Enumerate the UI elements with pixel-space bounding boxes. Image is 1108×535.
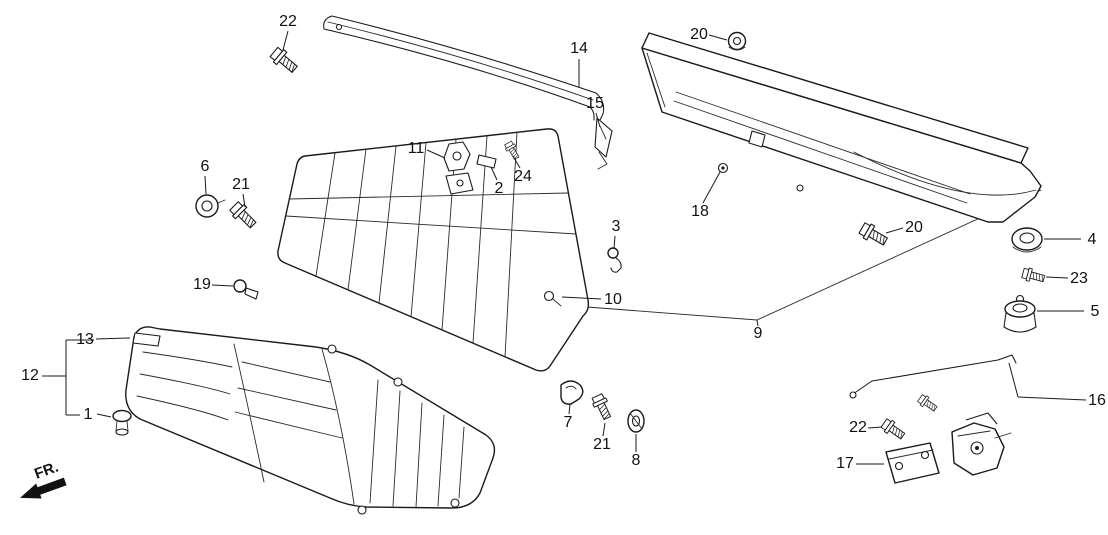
fr-direction-marker: FR. — [20, 459, 67, 499]
leader-line — [1008, 362, 1019, 398]
leader-line — [702, 171, 721, 204]
bolt-23 — [1020, 266, 1046, 286]
leader-line — [1017, 396, 1087, 401]
callout-15: 15 — [586, 95, 604, 112]
grommet-6 — [195, 194, 226, 218]
callouts: 22 14 15 20 11 2 24 6 21 18 3 20 4 23 5 … — [21, 13, 1106, 472]
callout-21-left: 21 — [232, 176, 250, 193]
clip-19 — [233, 279, 259, 300]
leader-line — [756, 319, 759, 327]
cushion-tag — [132, 332, 161, 347]
leader-line — [708, 34, 728, 41]
callout-20-mid: 20 — [905, 219, 923, 236]
clip-1 — [112, 409, 132, 436]
bolt-small — [916, 393, 940, 414]
callout-2: 2 — [495, 180, 504, 197]
leader-line — [95, 337, 131, 340]
leader-line — [602, 422, 606, 437]
bolt-22-top — [268, 45, 301, 77]
callout-6: 6 — [201, 158, 210, 175]
callout-11: 11 — [408, 140, 425, 157]
fr-label: FR. — [32, 459, 61, 483]
callout-7: 7 — [564, 414, 573, 431]
callout-19: 19 — [193, 276, 211, 293]
rail-end-bracket — [594, 117, 613, 170]
grommet-4 — [1011, 227, 1043, 253]
callout-12: 12 — [21, 367, 39, 384]
parcel-shelf — [641, 32, 1042, 223]
fr-arrow-icon — [20, 477, 67, 499]
callout-3: 3 — [612, 218, 621, 235]
leader-line — [568, 403, 571, 415]
shelf-slot — [748, 130, 766, 148]
callout-21-bottom: 21 — [593, 436, 611, 453]
rod-16 — [849, 354, 1017, 399]
bolt-21-left — [227, 199, 260, 232]
callout-18: 18 — [691, 203, 709, 220]
callout-16: 16 — [1088, 392, 1106, 409]
lock-assembly — [951, 412, 1012, 476]
grommet-20-top — [727, 31, 747, 51]
callout-8: 8 — [632, 452, 641, 469]
callout-22-top: 22 — [279, 13, 297, 30]
callout-9: 9 — [754, 325, 763, 342]
callout-4: 4 — [1088, 231, 1097, 248]
callout-22-bottom: 22 — [849, 419, 867, 436]
leader-line — [96, 413, 112, 418]
plate-2 — [476, 154, 497, 169]
leader-line — [595, 112, 601, 128]
leader-line — [1045, 276, 1069, 279]
leader-line — [613, 235, 616, 250]
leader-line — [885, 227, 904, 234]
leader-line — [561, 296, 602, 300]
leader-line — [204, 175, 207, 195]
leader-line — [242, 193, 246, 208]
callout-13: 13 — [76, 331, 94, 348]
leader-line — [426, 149, 446, 159]
clip-3 — [607, 247, 622, 273]
callout-24: 24 — [514, 168, 532, 185]
callout-20-top: 20 — [690, 26, 708, 43]
leader-line — [490, 166, 498, 181]
clip-7 — [560, 380, 584, 405]
leader-line — [867, 426, 883, 429]
bracket-17 — [885, 442, 940, 484]
callout-10: 10 — [604, 291, 622, 308]
leader-line — [512, 155, 521, 169]
callout-14: 14 — [570, 40, 588, 57]
callout-23: 23 — [1070, 270, 1088, 287]
washer-8 — [627, 409, 645, 433]
leader-line — [211, 284, 234, 287]
bolt-20-mid — [857, 220, 890, 249]
leader-line — [282, 30, 289, 51]
seat-back-latch — [443, 141, 474, 195]
bolt-22-bottom — [879, 416, 908, 443]
bolt-21-bottom — [589, 392, 615, 422]
callout-17: 17 — [836, 455, 854, 472]
callout-1: 1 — [84, 406, 93, 423]
seat-back-hook — [543, 290, 562, 307]
striker-5 — [1003, 294, 1037, 333]
seat-cushion — [125, 326, 496, 515]
leader-lines — [42, 30, 1087, 465]
rear-rail — [323, 15, 613, 170]
seat-back — [277, 128, 590, 372]
hardware — [112, 31, 1046, 484]
callout-5: 5 — [1091, 303, 1100, 320]
